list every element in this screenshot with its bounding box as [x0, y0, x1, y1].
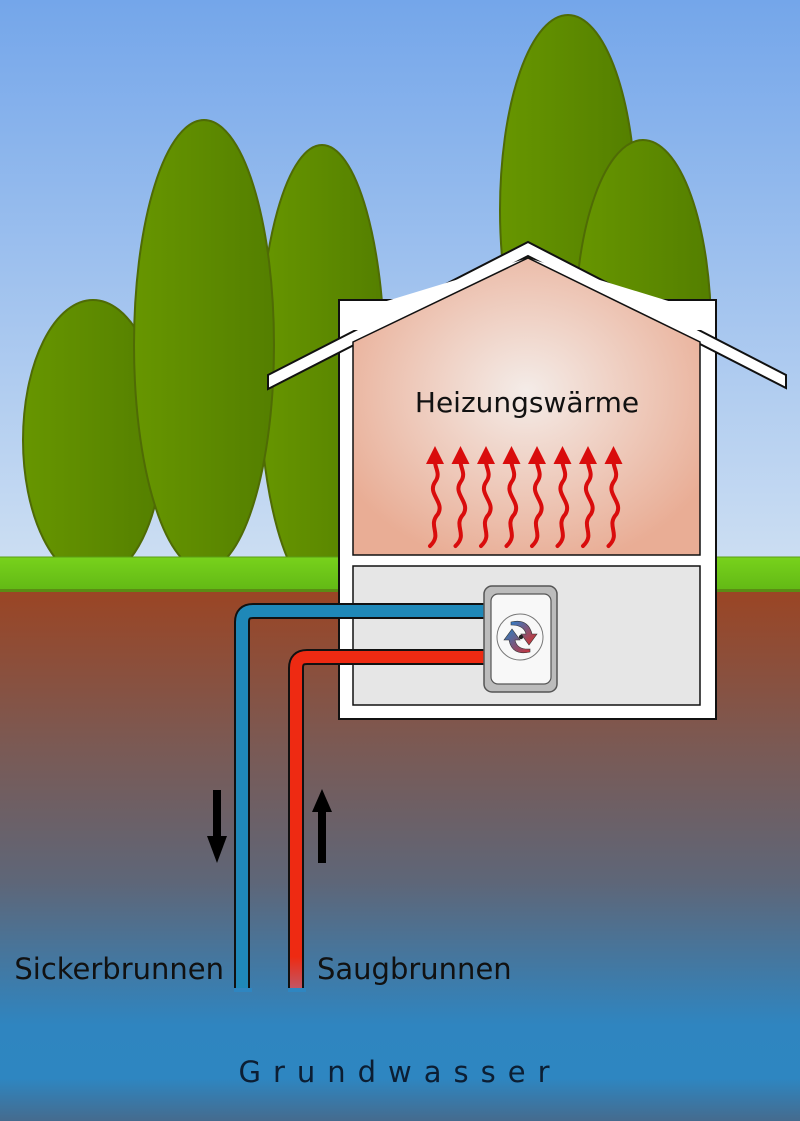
- roof: [267, 240, 787, 391]
- swap-arrows-icon: [503, 620, 538, 654]
- flow-up-arrow-icon: [312, 789, 332, 863]
- heating-label: Heizungswärme: [415, 386, 639, 419]
- flow-down-arrow-icon: [207, 790, 227, 863]
- groundwater-label: Grundwasser: [238, 1055, 561, 1089]
- tree-icon: [133, 119, 275, 571]
- heat-arrow-icon: [553, 446, 572, 548]
- heat-arrow-icon: [502, 446, 521, 548]
- cold-pipe-fill: [236, 605, 486, 990]
- heat-pump-unit: [483, 585, 558, 693]
- heat-arrow-icon: [604, 446, 623, 548]
- heat-arrow-icon: [528, 446, 546, 548]
- heat-arrow-icon: [579, 446, 597, 548]
- extraction-well-label: Saugbrunnen: [317, 952, 512, 986]
- heat-arrows: [426, 446, 623, 548]
- injection-well-label: Sickerbrunnen: [14, 952, 224, 986]
- heat-arrow-icon: [451, 446, 470, 548]
- pipe-end-mask-blue: [234, 988, 252, 992]
- pipe-end-mask-red: [288, 988, 306, 992]
- warm-pipe-fill: [290, 651, 486, 990]
- heat-arrow-icon: [477, 446, 495, 548]
- pipes: [234, 603, 486, 992]
- heat-arrow-icon: [426, 446, 444, 548]
